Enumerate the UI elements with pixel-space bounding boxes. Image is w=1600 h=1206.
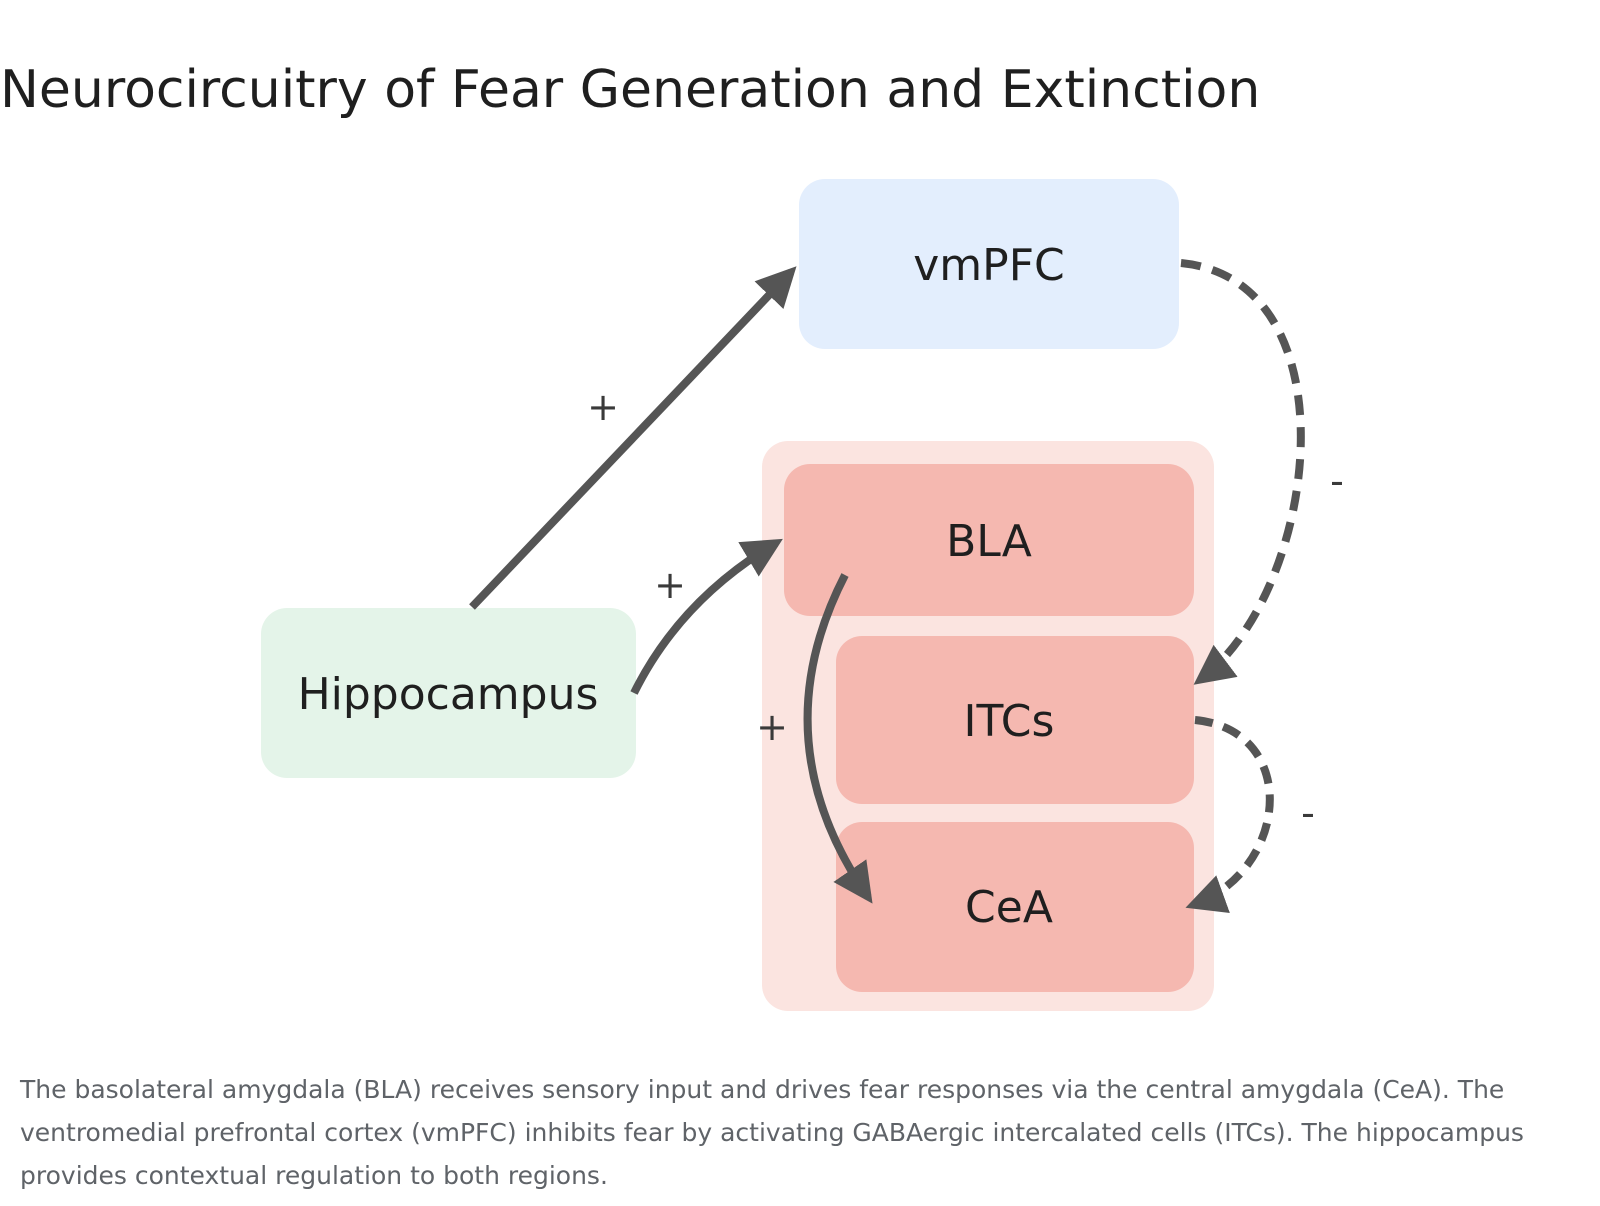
edge-hippocampus-bla (630, 538, 783, 695)
edge-itcs-cea-sign: - (1301, 791, 1315, 835)
page-title: Neurocircuitry of Fear Generation and Ex… (0, 60, 1261, 120)
node-bla-label: BLA (946, 516, 1032, 567)
node-itcs[interactable]: ITCs (836, 636, 1194, 804)
node-itcs-box (836, 636, 1194, 804)
node-cea-label: CeA (965, 882, 1053, 933)
node-vmpfc-box (799, 179, 1179, 349)
node-bla[interactable]: BLA (784, 464, 1194, 616)
edge-vmpfc-itcs (1180, 259, 1305, 685)
edge-hippocampus-bla-sign: + (654, 563, 686, 607)
node-cea[interactable]: CeA (836, 822, 1194, 992)
node-vmpfc-label: vmPFC (913, 240, 1064, 291)
edge-bla-cea-sign: + (756, 705, 788, 749)
node-bla-box (784, 464, 1194, 616)
edge-vmpfc-itcs-sign: - (1330, 459, 1344, 503)
figure-caption: The basolateral amygdala (BLA) receives … (20, 1075, 1524, 1190)
edge-hippocampus-vmpfc (469, 266, 797, 610)
node-hippocampus[interactable]: Hippocampus (261, 608, 636, 778)
node-vmpfc[interactable]: vmPFC (799, 179, 1179, 349)
node-hippocampus-label: Hippocampus (298, 669, 599, 720)
edge-bla-cea (803, 573, 873, 904)
edge-itcs-cea (1185, 716, 1274, 913)
node-itcs-label: ITCs (964, 696, 1055, 747)
edge-hippocampus-vmpfc-sign: + (587, 385, 619, 429)
node-hippocampus-box (261, 608, 636, 778)
node-cea-box (836, 822, 1194, 992)
